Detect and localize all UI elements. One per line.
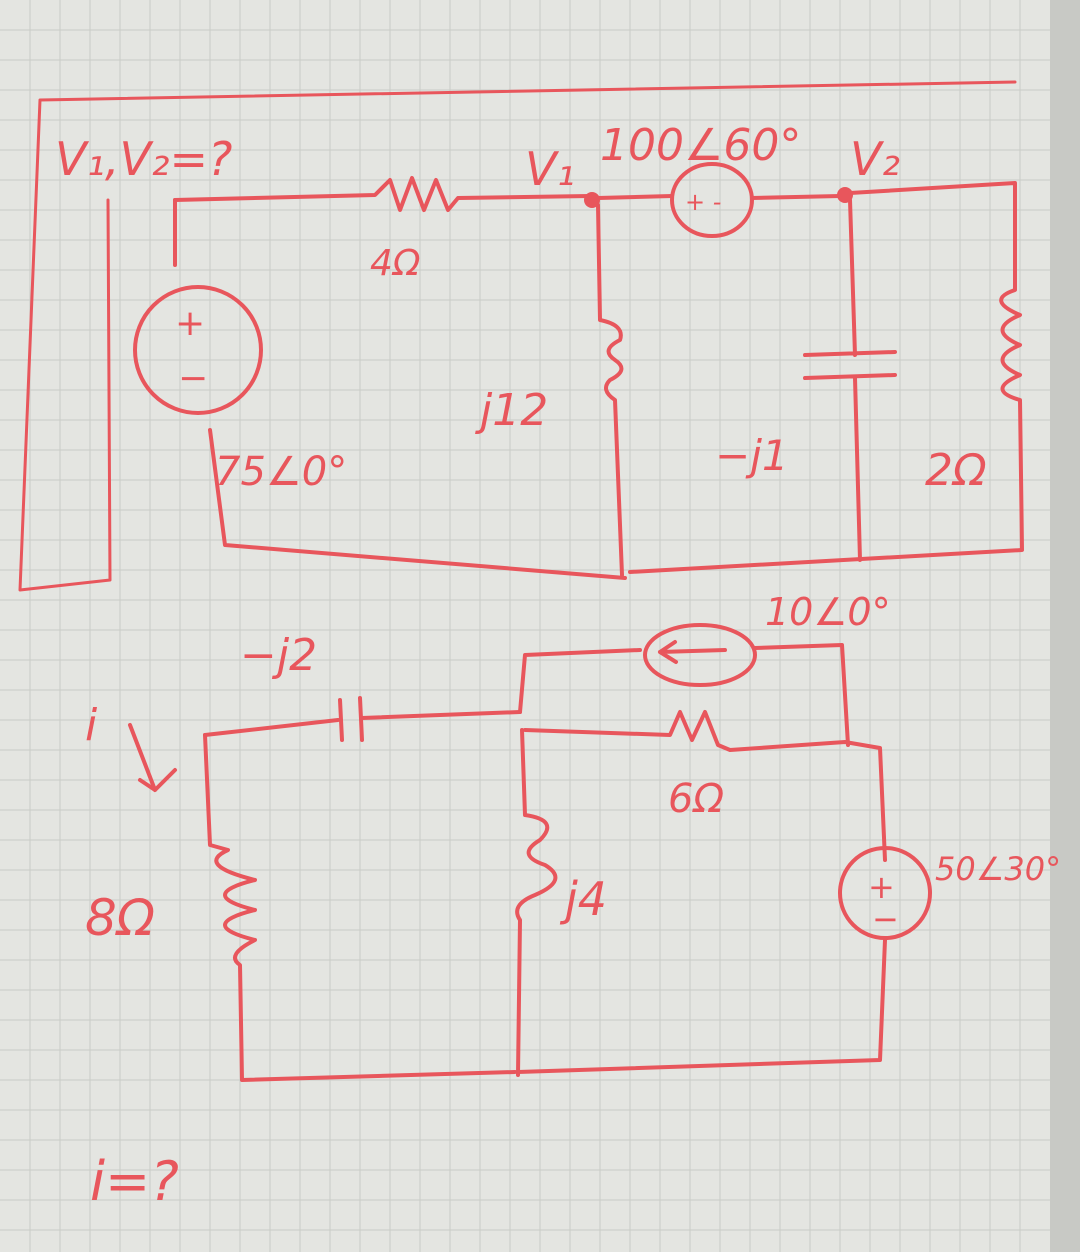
voltage-source-middle xyxy=(670,162,754,238)
board-grid xyxy=(0,0,1050,1252)
current-label: i xyxy=(85,700,98,751)
polarity-minus: − xyxy=(178,358,208,399)
bottom-circuit: 8Ω i −j2 10∠0° 6Ω j4 + − 50∠30° i=? xyxy=(85,590,1061,1213)
current-arrow-icon xyxy=(128,723,177,792)
current-source-label: 10∠0° xyxy=(765,590,891,634)
resistor-6ohm-label: 6Ω xyxy=(668,776,724,822)
current-source-wire xyxy=(518,643,850,747)
inductor-j12 xyxy=(596,203,624,577)
capacitor-j1-label: −j1 xyxy=(715,431,789,480)
polarity-plus: + xyxy=(175,303,205,344)
resistor-2ohm-label: 2Ω xyxy=(925,445,987,496)
node-v2-label: V₂ xyxy=(850,132,900,186)
bottom-question: i=? xyxy=(90,1150,179,1213)
wire-bottom xyxy=(516,938,887,1074)
capacitor-j2 xyxy=(203,696,522,742)
resistor-6ohm xyxy=(523,710,887,862)
polarity-minus: − xyxy=(872,900,899,938)
wire xyxy=(750,194,842,200)
capacitor-j2-label: −j2 xyxy=(240,630,317,681)
wire-bottom xyxy=(208,428,627,580)
resistor-2ohm xyxy=(628,181,1024,574)
node-v1-label: V₁ xyxy=(525,142,575,196)
current-source-arrow-icon xyxy=(658,640,727,664)
wire xyxy=(596,194,674,200)
board-edge xyxy=(1050,0,1080,1252)
inductor-j4 xyxy=(515,728,558,1077)
source-right-label: 50∠30° xyxy=(935,850,1061,888)
resistor-8ohm xyxy=(203,733,517,1082)
top-circuit: + − 75∠0° 4Ω V₁ j12 + - 100∠60° V₂ −j1 2… xyxy=(18,80,1024,592)
source-middle-label: 100∠60° xyxy=(600,120,801,171)
inductor-j4-label: j4 xyxy=(559,872,607,926)
inductor-j12-label: j12 xyxy=(475,385,548,436)
node-v1 xyxy=(584,192,600,208)
source-middle-polarity: + - xyxy=(685,188,721,216)
resistor-4ohm-label: 4Ω xyxy=(370,243,421,284)
source-left-label: 75∠0° xyxy=(215,449,347,495)
polarity-plus: + xyxy=(868,868,895,906)
current-source xyxy=(643,623,757,687)
voltage-source-left xyxy=(133,285,263,415)
resistor-4ohm xyxy=(173,176,592,212)
resistor-8ohm-label: 8Ω xyxy=(85,889,155,947)
top-frame xyxy=(18,80,1017,592)
top-question: V₁,V₂=? xyxy=(55,132,232,186)
capacitor-j1 xyxy=(803,198,897,562)
